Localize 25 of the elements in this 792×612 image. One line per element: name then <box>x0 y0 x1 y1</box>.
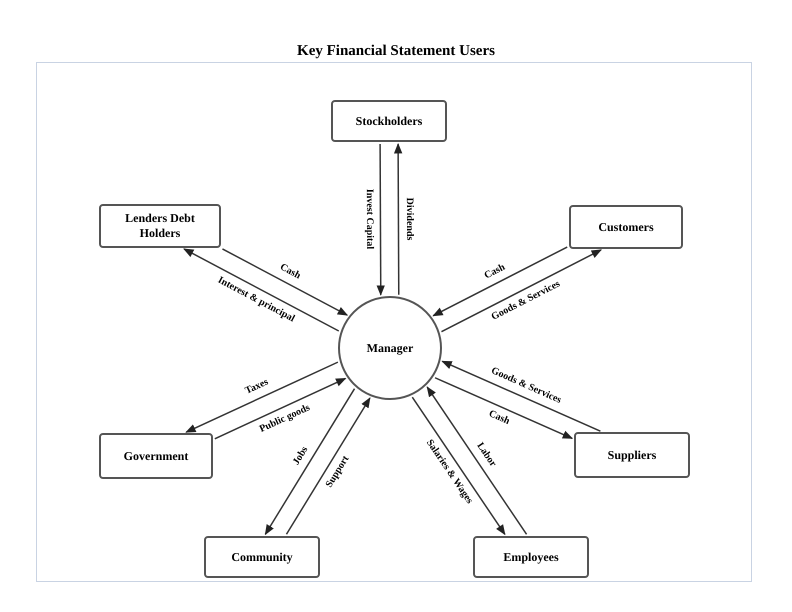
arrow <box>376 144 385 296</box>
user-box: Employees <box>473 536 589 578</box>
edge-label: Public goods <box>257 402 312 435</box>
arrow <box>185 361 338 433</box>
arrow <box>214 378 346 440</box>
arrow <box>426 386 528 535</box>
arrow <box>412 396 506 536</box>
arrow <box>286 397 371 535</box>
edge-label: Dividends <box>404 196 415 242</box>
arrow <box>222 248 348 316</box>
user-box: Suppliers <box>574 432 690 478</box>
user-box: Stockholders <box>331 100 447 142</box>
arrow <box>441 249 602 332</box>
edge-label: Invest Capital <box>364 188 375 251</box>
arrow <box>432 246 568 316</box>
user-box: Lenders Debt Holders <box>99 204 221 248</box>
arrow <box>434 377 574 440</box>
arrow <box>441 360 601 432</box>
user-box: Government <box>99 433 213 479</box>
arrow <box>394 142 402 295</box>
diagram-title: Key Financial Statement Users <box>296 42 496 61</box>
user-box: Community <box>204 536 320 578</box>
user-box: Customers <box>569 205 683 249</box>
arrow <box>264 388 356 536</box>
arrow <box>183 248 340 332</box>
